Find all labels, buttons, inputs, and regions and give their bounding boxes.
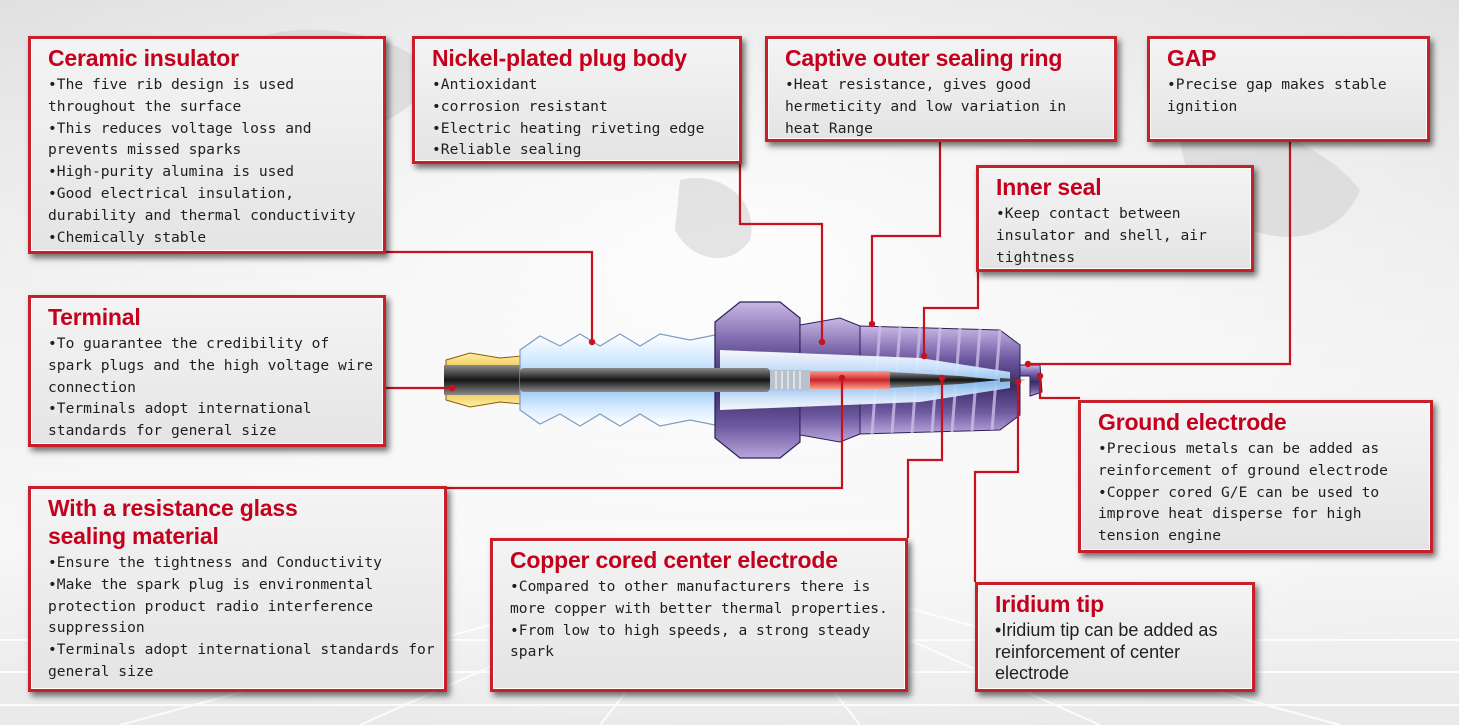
callout-item: Precious metals can be added as reinforc… xyxy=(1098,438,1422,482)
callout-resistance-glass-sealing: With a resistance glass sealing material… xyxy=(28,486,447,692)
callout-item: Chemically stable xyxy=(48,227,375,249)
callout-title: Inner seal xyxy=(996,174,1102,200)
callout-item: Iridium tip can be added as reinforcemen… xyxy=(995,620,1244,685)
callout-ground-electrode: Ground electrode Precious metals can be … xyxy=(1078,400,1433,553)
callout-item: Keep contact between insulator and shell… xyxy=(996,203,1243,268)
callout-title: Iridium tip xyxy=(995,591,1104,617)
callout-item: The five rib design is used throughout t… xyxy=(48,74,375,118)
callout-title: Copper cored center electrode xyxy=(510,547,838,573)
callout-item: Ensure the tightness and Conductivity xyxy=(48,552,436,574)
callout-ceramic-insulator: Ceramic insulator The five rib design is… xyxy=(28,36,386,254)
callout-item: Copper cored G/E can be used to improve … xyxy=(1098,482,1422,547)
callout-gap: GAP Precise gap makes stable ignition xyxy=(1147,36,1430,142)
callout-item: Terminals adopt international standards … xyxy=(48,398,375,442)
callout-item: Compared to other manufacturers there is… xyxy=(510,576,897,620)
callout-title: GAP xyxy=(1167,45,1217,71)
terminal-nut xyxy=(444,352,524,408)
callout-item: Antioxidant xyxy=(432,74,731,96)
callout-item: Electric heating riveting edge xyxy=(432,118,731,140)
callout-list: The five rib design is used throughout t… xyxy=(48,74,375,248)
callout-list: Precise gap makes stable ignition xyxy=(1167,74,1419,118)
callout-item: corrosion resistant xyxy=(432,96,731,118)
callout-list: Iridium tip can be added as reinforcemen… xyxy=(995,620,1244,685)
callout-list: To guarantee the credibility of spark pl… xyxy=(48,333,375,442)
callout-captive-outer-sealing-ring: Captive outer sealing ring Heat resistan… xyxy=(765,36,1117,142)
callout-item: Heat resistance, gives good hermeticity … xyxy=(785,74,1106,139)
callout-item: Good electrical insulation, durability a… xyxy=(48,183,375,227)
callout-item: Precise gap makes stable ignition xyxy=(1167,74,1419,118)
callout-nickel-plated-plug-body: Nickel-plated plug body Antioxidant corr… xyxy=(412,36,742,164)
callout-title: Ceramic insulator xyxy=(48,45,239,71)
callout-iridium-tip: Iridium tip Iridium tip can be added as … xyxy=(975,582,1255,692)
callout-item: Terminals adopt international standards … xyxy=(48,639,436,683)
ground-electrode-shape xyxy=(1019,364,1043,397)
callout-title: With a resistance glass sealing material xyxy=(48,495,298,549)
callout-item: To guarantee the credibility of spark pl… xyxy=(48,333,375,398)
callout-title: Ground electrode xyxy=(1098,409,1287,435)
callout-item: High-purity alumina is used xyxy=(48,161,375,183)
callout-item: From low to high speeds, a strong steady… xyxy=(510,620,897,664)
callout-list: Ensure the tightness and Conductivity Ma… xyxy=(48,552,436,683)
callout-title: Nickel-plated plug body xyxy=(432,45,687,71)
callout-item: This reduces voltage loss and prevents m… xyxy=(48,118,375,162)
callout-list: Heat resistance, gives good hermeticity … xyxy=(785,74,1106,139)
callout-list: Keep contact between insulator and shell… xyxy=(996,203,1243,268)
callout-list: Antioxidant corrosion resistant Electric… xyxy=(432,74,731,161)
callout-item: Make the spark plug is environmental pro… xyxy=(48,574,436,639)
callout-list: Precious metals can be added as reinforc… xyxy=(1098,438,1422,547)
callout-inner-seal: Inner seal Keep contact between insulato… xyxy=(976,165,1254,272)
callout-title: Terminal xyxy=(48,304,141,330)
callout-list: Compared to other manufacturers there is… xyxy=(510,576,897,663)
callout-title: Captive outer sealing ring xyxy=(785,45,1063,71)
callout-terminal: Terminal To guarantee the credibility of… xyxy=(28,295,386,447)
callout-copper-cored-center-electrode: Copper cored center electrode Compared t… xyxy=(490,538,908,692)
callout-item: Reliable sealing xyxy=(432,139,731,161)
